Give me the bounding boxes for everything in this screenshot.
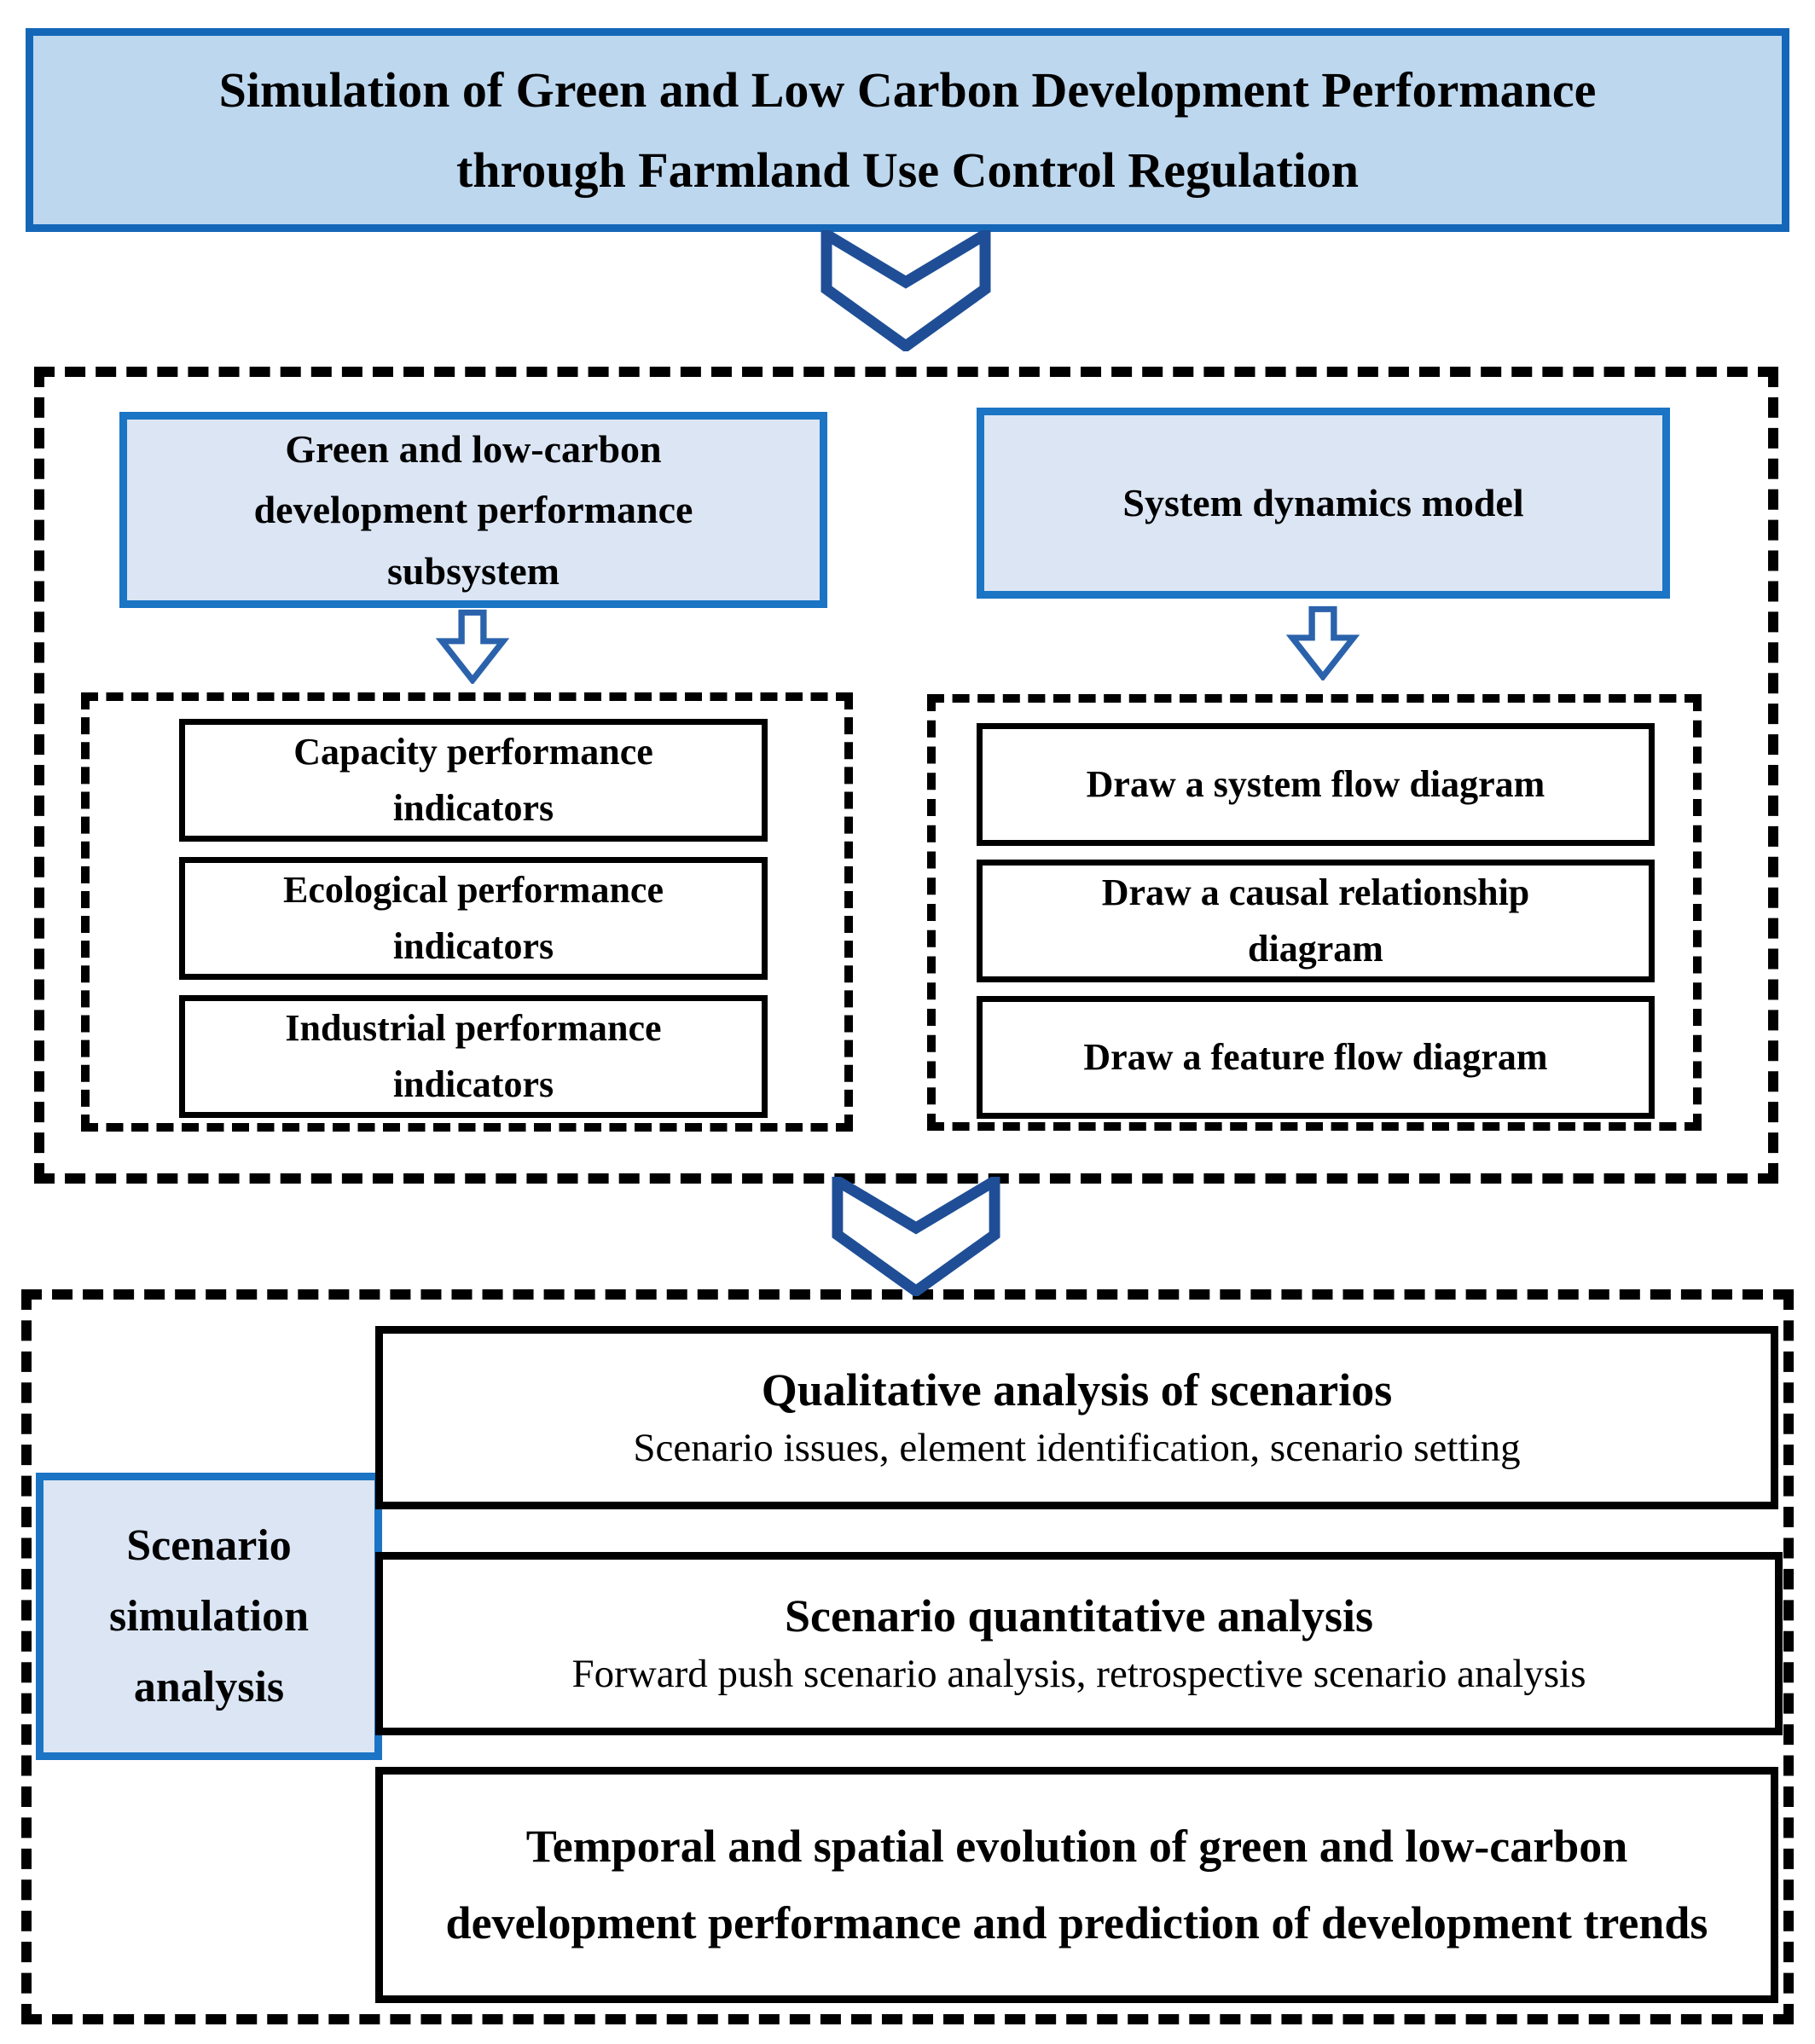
scenario-section (21, 1289, 1794, 2024)
model-header-box: System dynamics model (977, 408, 1670, 599)
scenario-side-label: Scenario simulation analysis (108, 1520, 310, 1712)
indicator-box-ecological: Ecological performance indicators (179, 857, 768, 980)
analysis-box-title: Scenario quantitative analysis (784, 1590, 1374, 1642)
block-arrow-down-icon (1285, 605, 1360, 680)
indicator-group (81, 692, 853, 1132)
model-step-label: Draw a feature flow diagram (1083, 1036, 1548, 1078)
indicator-label: Capacity performance indicators (293, 731, 653, 829)
analysis-box-subtitle: Forward push scenario analysis, retrospe… (571, 1652, 1586, 1697)
model-header-label: System dynamics model (1122, 481, 1524, 525)
subsystem-header-label: Green and low-carbon development perform… (253, 427, 693, 593)
model-step-feature-flow: Draw a feature flow diagram (977, 996, 1655, 1119)
indicator-label: Industrial performance indicators (285, 1007, 662, 1105)
qualitative-analysis-box: Qualitative analysis of scenarios Scenar… (375, 1326, 1778, 1509)
title-box: Simulation of Green and Low Carbon Devel… (26, 28, 1789, 232)
chevron-down-icon (821, 230, 991, 351)
block-arrow-down-icon (435, 609, 510, 684)
temporal-spatial-evolution-box: Temporal and spatial evolution of green … (375, 1767, 1778, 2003)
quantitative-analysis-box: Scenario quantitative analysis Forward p… (375, 1552, 1783, 1735)
page-title: Simulation of Green and Low Carbon Devel… (218, 61, 1597, 198)
indicator-label: Ecological performance indicators (283, 869, 664, 967)
model-steps-group (927, 694, 1702, 1131)
model-step-label: Draw a system flow diagram (1086, 763, 1545, 805)
model-step-label: Draw a causal relationship diagram (1101, 871, 1530, 970)
indicator-box-capacity: Capacity performance indicators (179, 719, 768, 842)
model-building-section (34, 367, 1778, 1184)
model-step-system-flow: Draw a system flow diagram (977, 723, 1655, 846)
analysis-box-title: Temporal and spatial evolution of green … (445, 1821, 1708, 1948)
subsystem-header-box: Green and low-carbon development perform… (119, 412, 827, 608)
analysis-box-title: Qualitative analysis of scenarios (761, 1364, 1393, 1416)
chevron-down-icon (832, 1177, 1000, 1296)
analysis-box-subtitle: Scenario issues, element identification,… (633, 1426, 1521, 1471)
model-step-causal: Draw a causal relationship diagram (977, 860, 1655, 982)
scenario-side-label-box: Scenario simulation analysis (36, 1473, 382, 1760)
indicator-box-industrial: Industrial performance indicators (179, 995, 768, 1118)
